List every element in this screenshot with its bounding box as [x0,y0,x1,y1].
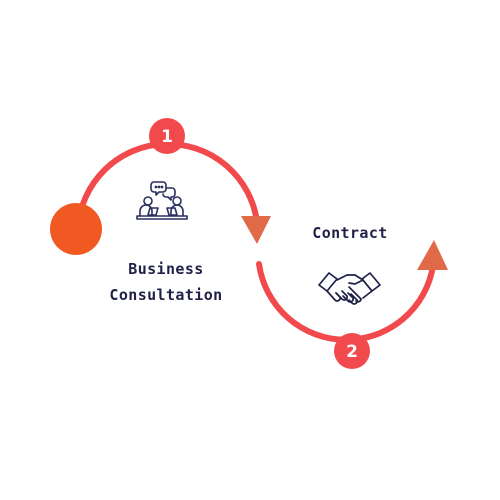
step-2-label: Contract [312,224,388,242]
step-1-label-line2: Consultation [109,286,223,304]
step-2-badge: 2 [334,333,370,369]
arrow-head-2-icon [417,240,448,270]
arrow-head-1-icon [241,216,271,244]
step-1-number: 1 [161,127,173,147]
step-1-label-line1: Business [128,260,204,278]
step-2-number: 2 [346,342,358,362]
start-dot [50,203,102,255]
step-1-label: Business Consultation [96,256,236,308]
handshake-icon [318,272,381,305]
step-1-badge: 1 [149,118,185,154]
consultation-icon [136,181,188,220]
